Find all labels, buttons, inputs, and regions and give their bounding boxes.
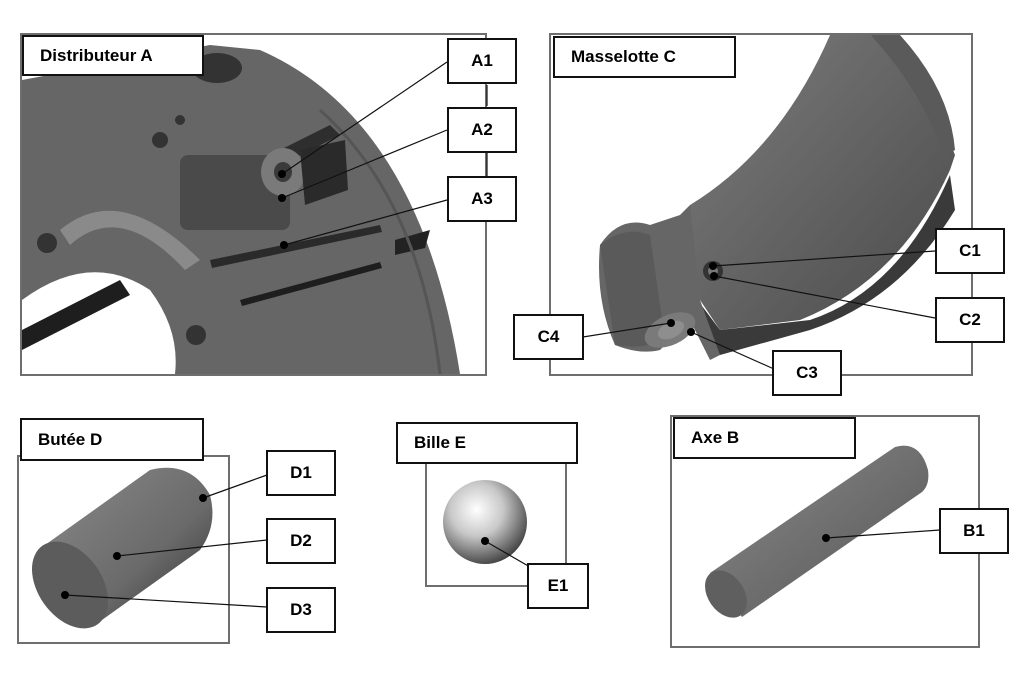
label-a3: A3 (447, 176, 517, 222)
axe-b-drawing (705, 445, 929, 618)
title-distributeur-a: Distributeur A (22, 35, 204, 76)
title-bille-e: Bille E (396, 422, 578, 464)
label-d3: D3 (266, 587, 336, 633)
distributeur-a-drawing (22, 45, 460, 374)
masselotte-c-drawing (599, 35, 955, 360)
label-a1: A1 (447, 38, 517, 84)
title-butee-d: Butée D (20, 418, 204, 461)
label-e1: E1 (527, 563, 589, 609)
label-c4: C4 (513, 314, 584, 360)
title-masselotte-c: Masselotte C (553, 36, 736, 78)
label-a2: A2 (447, 107, 517, 153)
label-c1: C1 (935, 228, 1005, 274)
bille-e-drawing (443, 480, 527, 564)
title-axe-b: Axe B (673, 417, 856, 459)
butee-d-drawing (31, 467, 213, 629)
label-c3: C3 (772, 350, 842, 396)
label-b1: B1 (939, 508, 1009, 554)
label-d2: D2 (266, 518, 336, 564)
label-c2: C2 (935, 297, 1005, 343)
label-d1: D1 (266, 450, 336, 496)
